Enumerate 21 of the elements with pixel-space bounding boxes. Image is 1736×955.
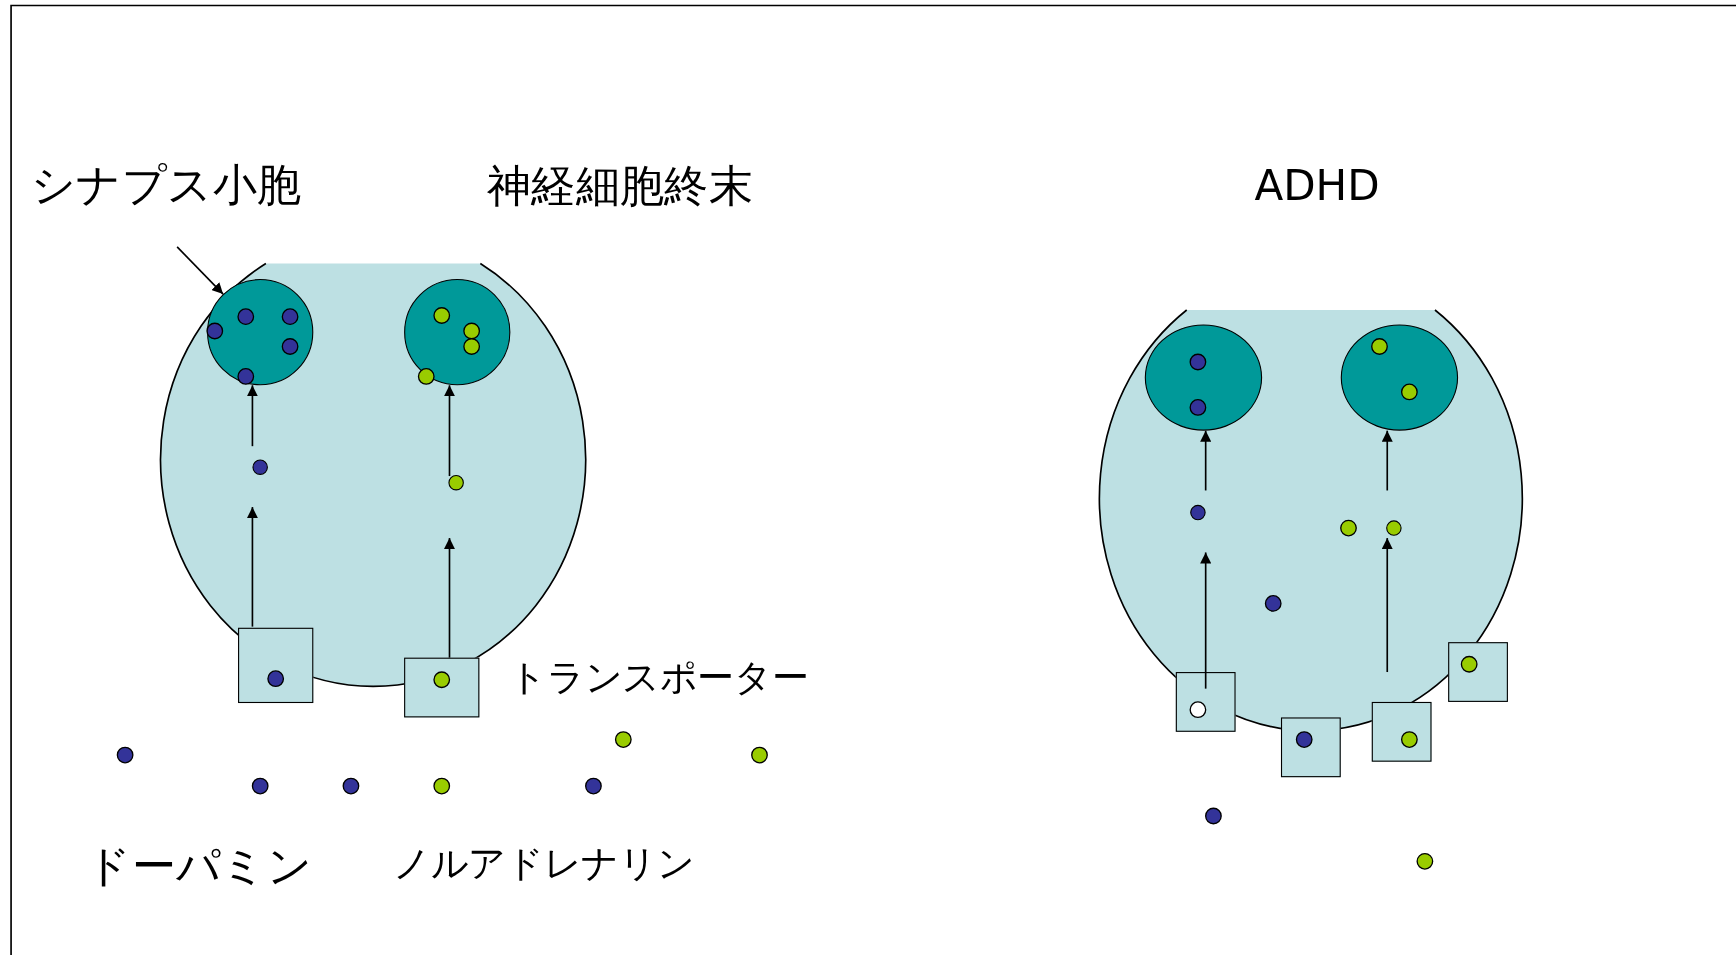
arrow <box>1200 429 1212 492</box>
transporter-box <box>1175 672 1236 732</box>
arrow <box>246 384 258 447</box>
transporter-box <box>238 627 314 704</box>
arrow <box>1200 551 1212 690</box>
transporter-box <box>1280 717 1341 778</box>
arrow <box>1381 429 1393 492</box>
label: ノルアドレナリン <box>393 843 695 884</box>
arrow <box>443 384 456 477</box>
heading: 神経細胞終末 <box>487 161 753 211</box>
leader-line <box>176 246 224 295</box>
label: トランスポーター <box>509 657 809 698</box>
arrow <box>246 506 258 628</box>
transporter-box <box>404 657 480 718</box>
label: ドーパミン <box>86 841 313 891</box>
arrow <box>1381 537 1393 673</box>
callout-label: シナプス小胞 <box>31 160 302 210</box>
arrow <box>443 537 456 659</box>
heading: ADHD <box>1254 163 1380 211</box>
transporter-box <box>1448 642 1508 702</box>
transporter-box <box>1371 701 1432 762</box>
